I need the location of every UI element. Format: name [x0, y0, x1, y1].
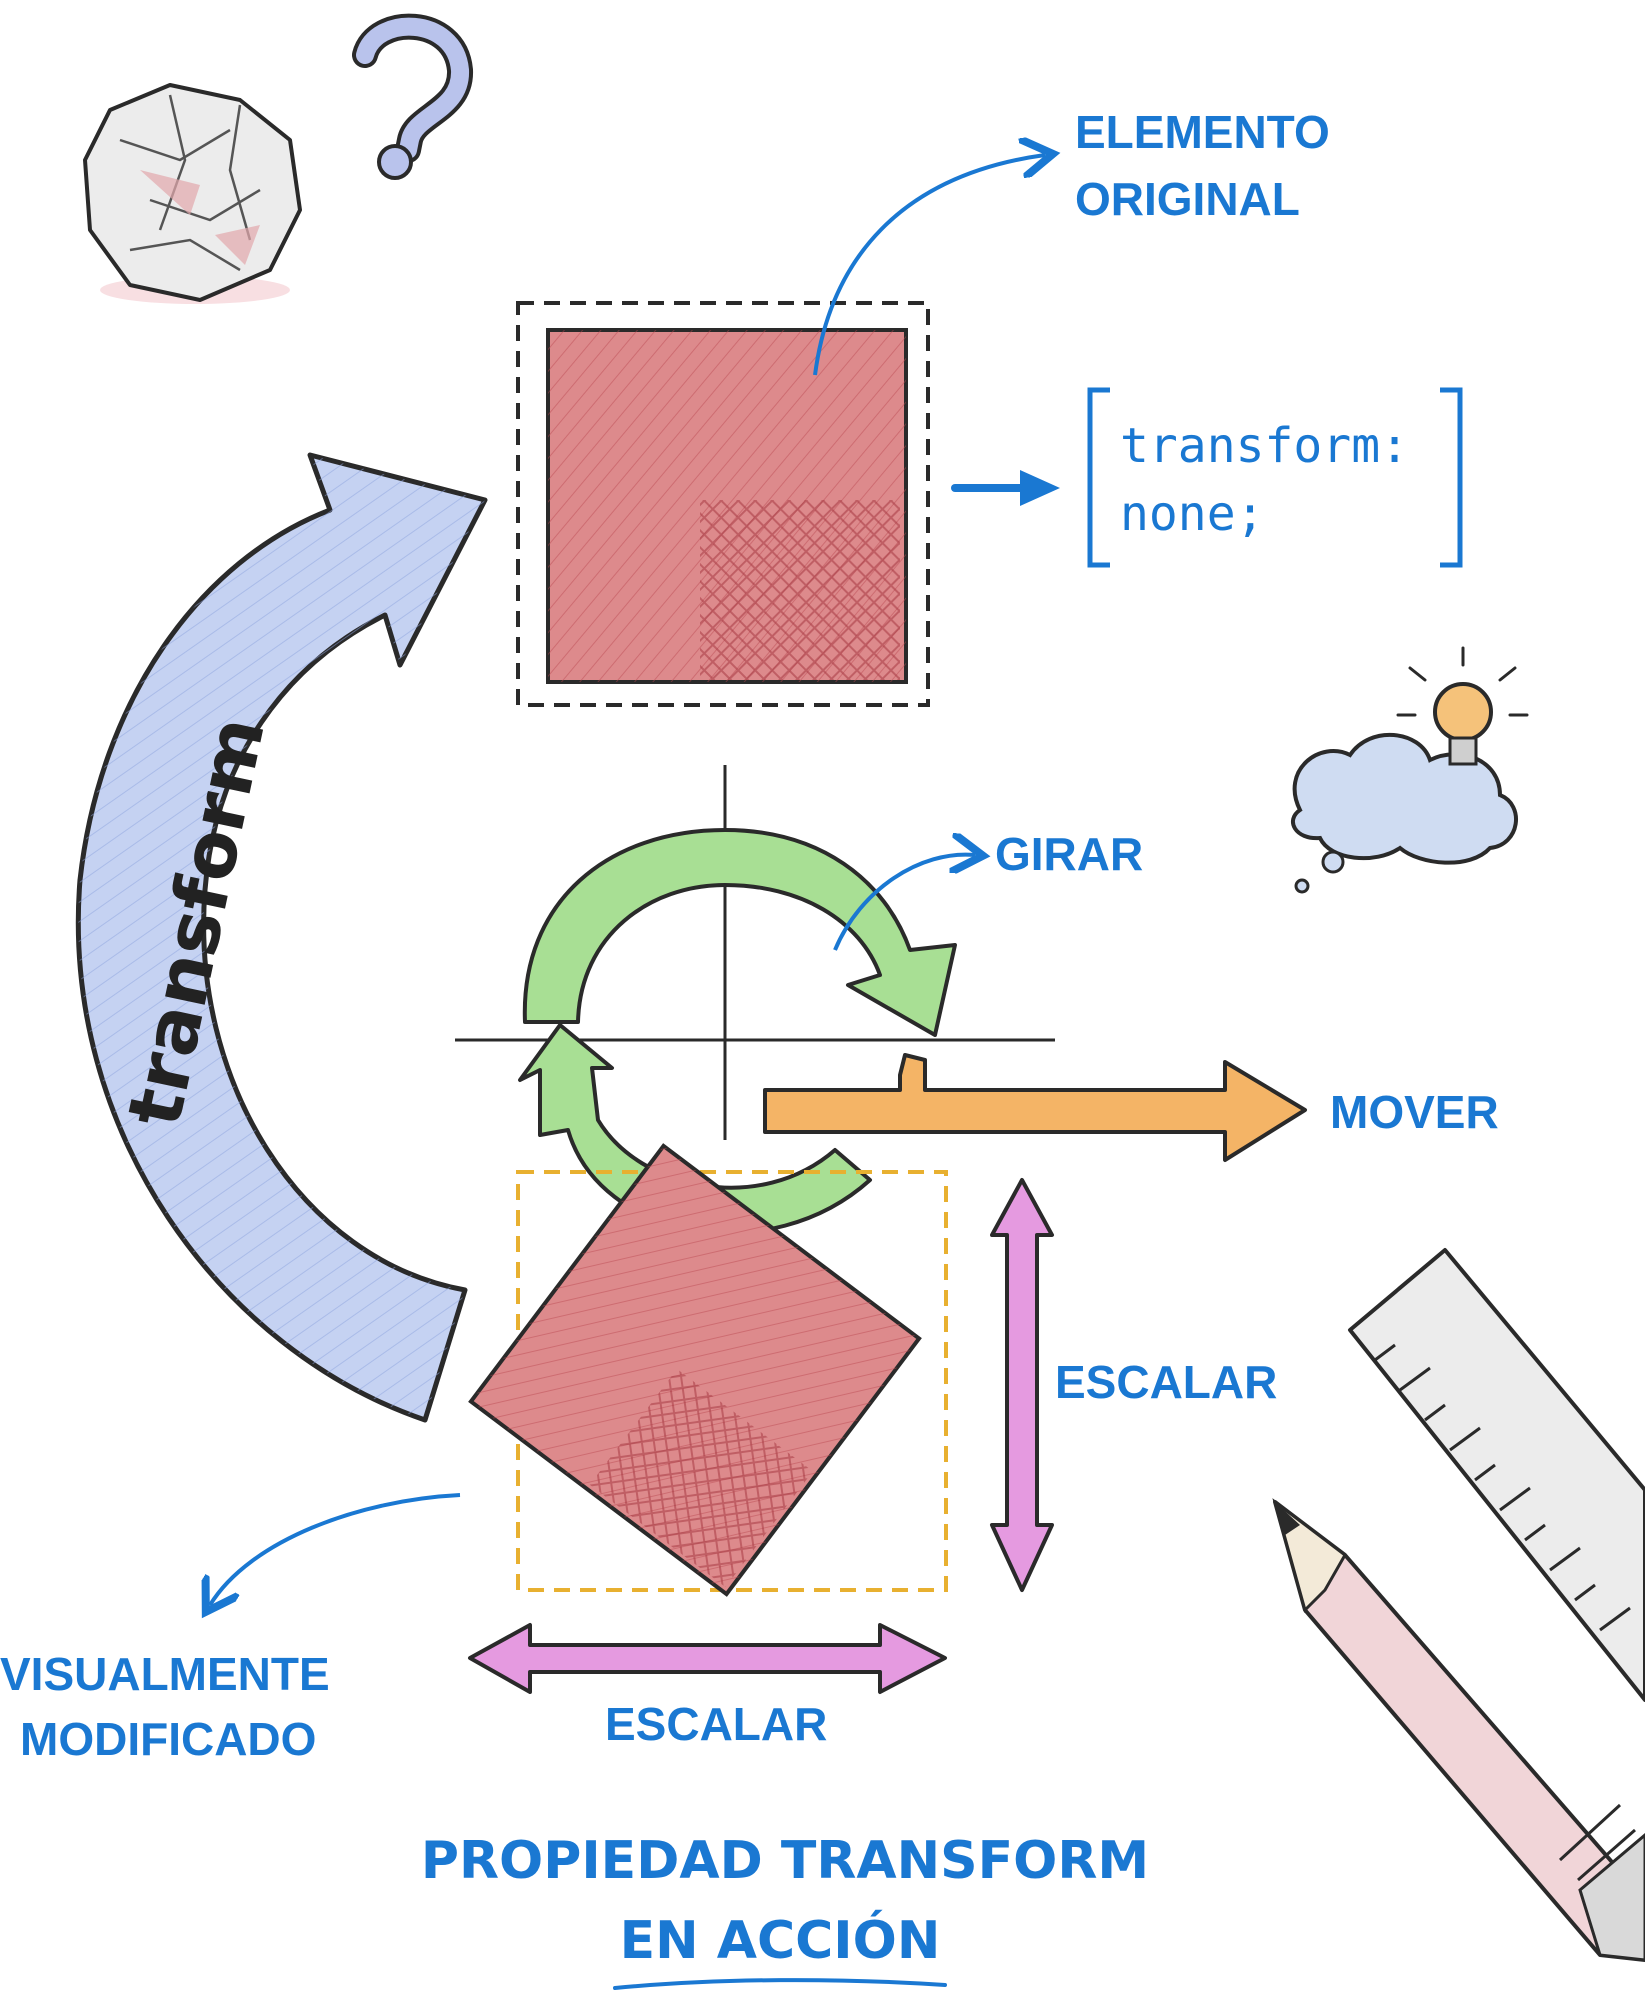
- scale-vertical-label: ESCALAR: [1055, 1356, 1277, 1408]
- page-title-group: PROPIEDAD TRANSFORM EN ACCIÓN: [421, 1831, 1149, 1990]
- original-label-line1: ELEMENTO: [1075, 106, 1330, 158]
- code-annotation: transform: none;: [951, 387, 1463, 568]
- page-title-line1: PROPIEDAD TRANSFORM: [421, 1831, 1149, 1891]
- rotate-label-group: GIRAR: [833, 828, 1143, 951]
- code-line1: transform:: [1120, 418, 1409, 474]
- code-line2: none;: [1120, 486, 1265, 542]
- page-title-line2: EN ACCIÓN: [620, 1909, 941, 1971]
- original-label-line2: ORIGINAL: [1075, 173, 1300, 225]
- transformed-element: [468, 1143, 948, 1597]
- crumpled-paper-icon: [83, 83, 302, 304]
- move-arrow: MOVER: [763, 1053, 1499, 1162]
- idea-cloud-icon: [1290, 646, 1529, 894]
- rotate-label: GIRAR: [995, 828, 1143, 880]
- scale-vertical-arrow: ESCALAR: [990, 1178, 1277, 1592]
- scale-horizontal-arrow: ESCALAR: [468, 1623, 947, 1750]
- original-label-group: ELEMENTO ORIGINAL: [813, 106, 1330, 376]
- move-label: MOVER: [1330, 1086, 1499, 1138]
- original-element: [516, 301, 930, 707]
- modified-label-line2: MODIFICADO: [20, 1713, 316, 1765]
- transform-arc-arrow: transform: [75, 452, 488, 1423]
- question-mark-icon: [352, 13, 473, 180]
- modified-label-line1: VISUALMENTE: [0, 1648, 330, 1700]
- ruler-icon: [1348, 1248, 1645, 1702]
- scale-horizontal-label: ESCALAR: [605, 1698, 827, 1750]
- pencil-icon: [1272, 1498, 1645, 1962]
- modified-label-group: VISUALMENTE MODIFICADO: [0, 1493, 461, 1765]
